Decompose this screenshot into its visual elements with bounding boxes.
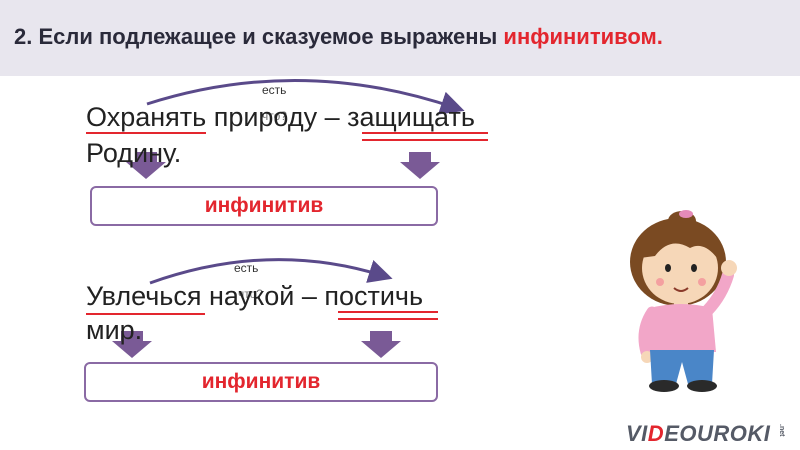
videouroki-logo: VIDEOUROKI [626, 421, 770, 447]
girl-illustration [630, 210, 737, 392]
infinitive-box-2-label: инфинитив [201, 370, 321, 393]
question-arc-2 [149, 258, 393, 285]
down-arrow-2-right [361, 331, 401, 358]
infinitive-box-2: инфинитив [84, 362, 438, 402]
logo-part2: EOUROKI [664, 421, 771, 446]
logo-part-red: D [647, 421, 665, 446]
infinitive-box-1: инфинитив [90, 186, 438, 226]
question-sub-label-1: что? [262, 109, 287, 123]
page-title: 2. Если подлежащее и сказуемое выражены … [14, 24, 663, 50]
question-sub-label-2: что? [238, 287, 263, 301]
question-arc-1 [146, 79, 465, 115]
down-arrow-2-left [112, 331, 152, 358]
title-main-text: 2. Если подлежащее и сказуемое выражены [14, 24, 504, 49]
down-arrow-1-right [400, 152, 440, 179]
example2-line2: мир. [86, 315, 143, 345]
down-arrow-1-left [126, 152, 166, 179]
header-bar: 2. Если подлежащее и сказуемое выражены … [0, 0, 800, 76]
example1-line1: Охранять природу – защищать [86, 102, 475, 132]
logo-part1: VI [626, 421, 648, 446]
logo-suffix: .net [778, 424, 785, 437]
infinitive-box-1-label: инфинитив [204, 194, 324, 217]
question-label-1: есть [262, 83, 287, 97]
question-label-2: есть [234, 261, 259, 275]
example2-line1: Увлечься наукой – постичь [86, 281, 424, 311]
title-highlight-text: инфинитивом. [503, 24, 663, 49]
example1-line2: Родину. [86, 138, 182, 168]
